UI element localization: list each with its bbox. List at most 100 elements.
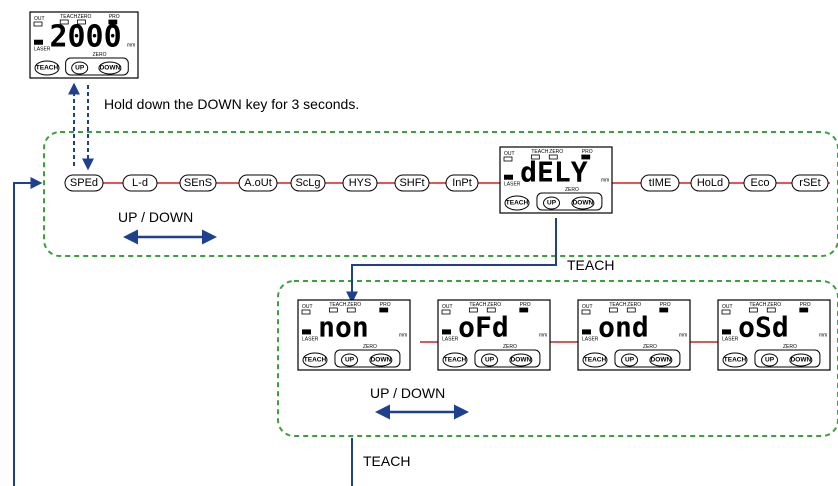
- menu-pill-label: HoLd: [697, 177, 723, 189]
- zero-lamp: [766, 307, 776, 313]
- laser-lamp: [504, 174, 513, 180]
- svg-text:UP: UP: [485, 357, 495, 364]
- menu-pill-shape: [791, 174, 829, 192]
- menu-pill-label: InPt: [452, 177, 472, 189]
- up-button: UP: [481, 353, 499, 367]
- menu-pill-shape: [743, 174, 777, 192]
- laser-lamp: [442, 329, 451, 335]
- up-button: UP: [543, 196, 561, 210]
- up-button: UP: [71, 61, 89, 75]
- indicator-label: OUT: [442, 304, 453, 310]
- teach-lamp: [608, 307, 618, 313]
- zero-small-label: ZERO: [783, 344, 797, 350]
- return-arrow-line: [13, 177, 43, 486]
- out-lamp: [33, 21, 43, 27]
- menu-pill-label: HYS: [349, 177, 372, 189]
- display-value: oSd: [738, 310, 789, 343]
- menu-item-shft: SHFt: [394, 174, 430, 192]
- svg-text:TEACH: TEACH: [444, 357, 467, 364]
- indicator-label: TEACH: [609, 302, 626, 308]
- menu-pill-shape: [64, 174, 104, 192]
- laser-lamp: [34, 39, 43, 45]
- laser-label: LASER: [504, 182, 521, 188]
- menu-item-rset: rSEt: [791, 174, 829, 192]
- teach-button: TEACH: [722, 352, 748, 368]
- svg-text:DOWN: DOWN: [100, 65, 121, 72]
- unit-label: mm: [399, 332, 407, 338]
- indicator-label: ZERO: [767, 302, 781, 308]
- svg-text:UP: UP: [75, 65, 85, 72]
- menu-pill-shape: [394, 174, 430, 192]
- teach-lamp: [468, 307, 478, 313]
- pro-lamp: [519, 307, 529, 313]
- down-button: DOWN: [649, 353, 673, 367]
- teach-lamp: [328, 307, 338, 313]
- teach-lamp: [530, 154, 540, 160]
- teach-button: TEACH: [302, 352, 328, 368]
- indicator-label: OUT: [34, 16, 45, 22]
- up-button: UP: [341, 353, 359, 367]
- updown-label-2: UP / DOWN: [370, 385, 445, 401]
- indicator-label: OUT: [582, 304, 593, 310]
- teach-button: TEACH: [34, 60, 60, 76]
- svg-text:UP: UP: [345, 357, 355, 364]
- down-button: DOWN: [789, 353, 813, 367]
- pro-lamp: [799, 307, 809, 313]
- unit-label: mm: [679, 332, 687, 338]
- zero-small-label: ZERO: [565, 187, 579, 193]
- menu-pill-label: tIME: [649, 177, 672, 189]
- laser-label: LASER: [722, 336, 739, 342]
- updown-bracket: [536, 192, 603, 211]
- menu-item-sclg: ScLg: [290, 174, 326, 192]
- svg-text:UP: UP: [625, 357, 635, 364]
- out-lamp: [441, 309, 451, 315]
- indicator-label: TEACH: [531, 149, 548, 155]
- instruction-text: Hold down the DOWN key for 3 seconds.: [104, 96, 359, 112]
- indicator-label: TEACH: [329, 302, 346, 308]
- svg-text:TEACH: TEACH: [724, 357, 747, 364]
- settings-group-box: [43, 131, 838, 257]
- display-value: 2000: [49, 19, 121, 54]
- menu-pill-shape: [290, 174, 326, 192]
- indicator-label: OUT: [302, 304, 313, 310]
- menu-pill-shape: [342, 174, 378, 192]
- updown-bracket: [334, 349, 401, 368]
- indicator-label: PRO: [520, 302, 531, 308]
- menu-item-hys: HYS: [342, 174, 378, 192]
- down-button: DOWN: [571, 196, 595, 210]
- menu-pill-label: Eco: [751, 177, 770, 189]
- menu-item-aout: A.oUt: [238, 174, 278, 192]
- menu-pill-label: SHFt: [399, 177, 424, 189]
- unit-label: mm: [601, 177, 609, 183]
- indicator-label: ZERO: [347, 302, 361, 308]
- indicator-label: PRO: [109, 14, 120, 20]
- indicator-label: TEACH: [60, 14, 77, 20]
- indicator-label: ZERO: [627, 302, 641, 308]
- svg-text:DOWN: DOWN: [371, 357, 392, 364]
- menu-pill-label: SEnS: [184, 177, 212, 189]
- laser-label: LASER: [302, 336, 319, 342]
- menu-item-sped: SPEd: [64, 174, 104, 192]
- down-button: DOWN: [509, 353, 533, 367]
- pro-lamp: [581, 154, 591, 160]
- menu-item-hold: HoLd: [690, 174, 730, 192]
- pro-lamp: [379, 307, 389, 313]
- teach-button: TEACH: [504, 195, 530, 211]
- teach-label-1: TEACH: [567, 257, 614, 273]
- laser-label: LASER: [34, 47, 51, 53]
- svg-text:DOWN: DOWN: [511, 357, 532, 364]
- menu-pill-label: A.oUt: [244, 177, 272, 189]
- updown-bracket: [614, 349, 681, 368]
- indicator-label: PRO: [582, 149, 593, 155]
- menu-pill-shape: [179, 174, 217, 192]
- delay-group-box: [277, 280, 838, 437]
- menu-pill-shape: [640, 174, 680, 192]
- laser-lamp: [722, 329, 731, 335]
- svg-text:TEACH: TEACH: [36, 65, 59, 72]
- updown-bracket: [65, 57, 129, 76]
- down-button: DOWN: [98, 61, 122, 75]
- menu-item-inpt: InPt: [445, 174, 479, 192]
